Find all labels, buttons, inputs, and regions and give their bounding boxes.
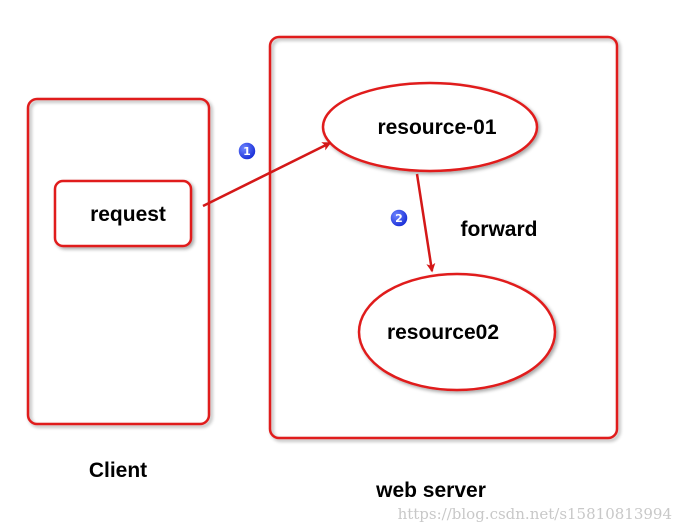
step-2-number: 2 [395, 212, 403, 225]
web-server-label: web server [375, 479, 486, 502]
step-1-badge: 1 [237, 141, 257, 161]
client-label: Client [89, 459, 147, 482]
resource02-label: resource02 [387, 321, 499, 344]
request-label: request [90, 203, 166, 226]
resource-01-node [321, 81, 539, 173]
request-box [53, 179, 193, 248]
resource-01-label: resource-01 [377, 116, 496, 139]
forward-label: forward [460, 218, 537, 241]
client-box [26, 97, 211, 426]
resource02-node [357, 272, 557, 392]
watermark-url: https://blog.csdn.net/s15810813994 [398, 505, 672, 523]
forward-arrow [415, 173, 436, 273]
step-1-number: 1 [243, 145, 251, 158]
step-2-badge: 2 [389, 208, 409, 228]
request-arrow [202, 141, 332, 208]
web-server-box [268, 35, 619, 440]
